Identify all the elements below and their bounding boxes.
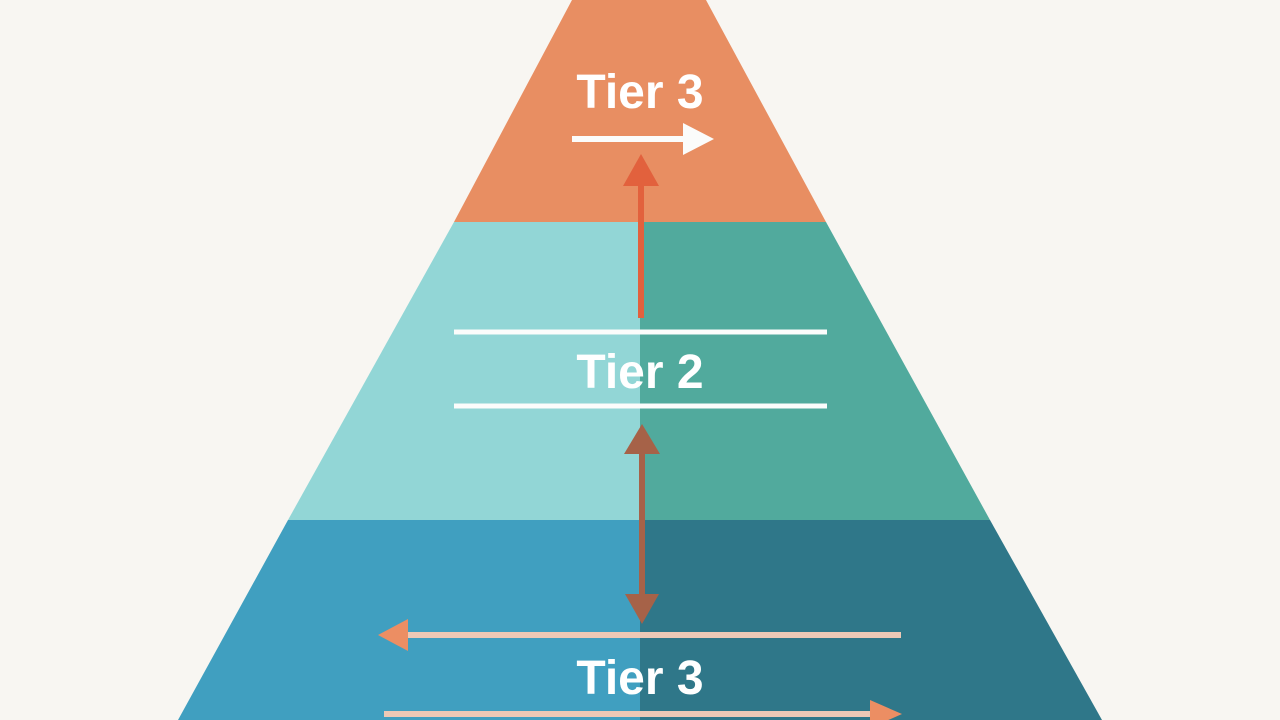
- tier-bottom-right-shape: [640, 520, 1102, 720]
- tier-middle-label: Tier 2: [576, 346, 703, 399]
- tier-top-shape: [454, 0, 826, 222]
- tier-bottom-left-shape: [178, 520, 640, 720]
- tier-top: Tier 3: [454, 0, 826, 222]
- bottom-right-arrow: [384, 700, 902, 720]
- double-arrow: [624, 424, 660, 624]
- right-arrow: [572, 123, 714, 155]
- left-arrow: [378, 619, 901, 651]
- tier-middle-right-shape: [640, 222, 990, 520]
- tier-bottom-label: Tier 3: [576, 652, 703, 705]
- tier-bottom: Tier 3: [178, 520, 1102, 720]
- tier-top-label: Tier 3: [576, 66, 703, 119]
- tier-middle: Tier 2: [288, 222, 990, 520]
- up-arrow: [623, 154, 659, 318]
- tier-middle-left-shape: [288, 222, 640, 520]
